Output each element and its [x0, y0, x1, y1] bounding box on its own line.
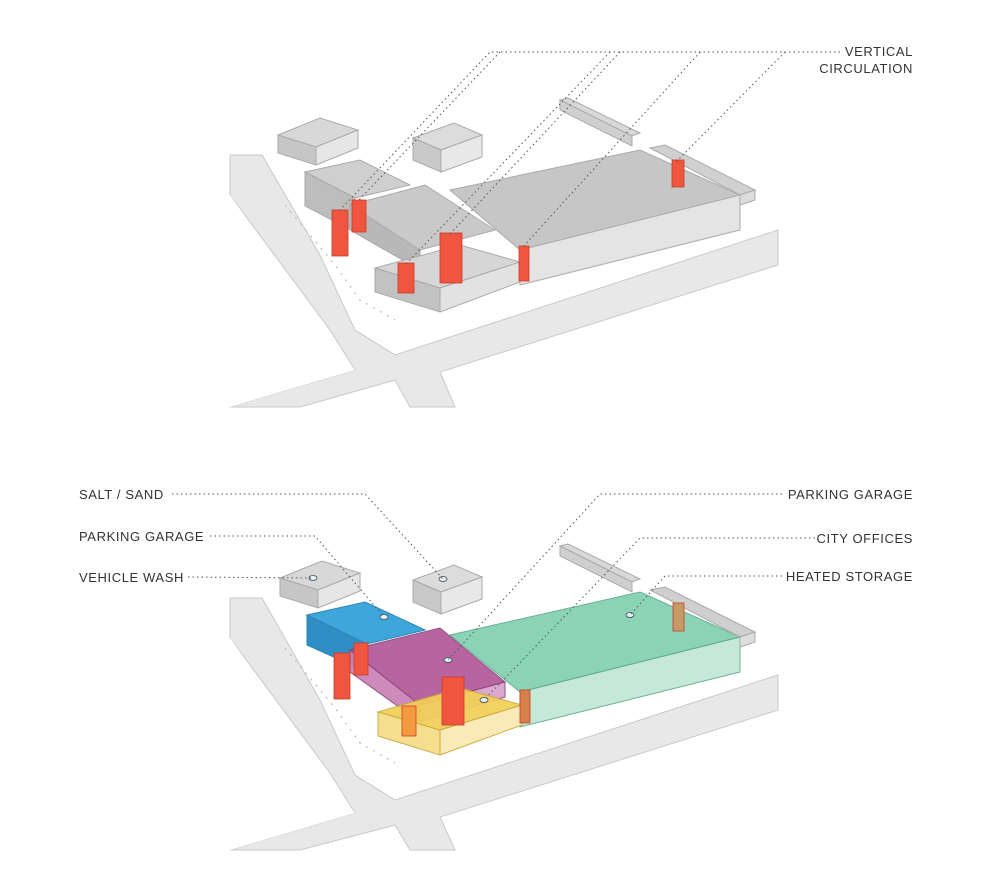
top-circulation-cores	[331, 159, 685, 294]
top-wash-building	[276, 117, 360, 166]
top-diagram	[229, 51, 840, 408]
label-vertical-circulation: VERTICAL CIRCULATION	[780, 43, 913, 77]
marker-salt-sand	[438, 576, 448, 582]
bottom-salt-building	[411, 564, 484, 615]
top-long-bar	[558, 97, 642, 147]
circulation-core	[331, 209, 349, 257]
circulation-core	[671, 159, 685, 188]
circulation-core	[441, 676, 465, 726]
label-salt-sand: SALT / SAND	[79, 487, 164, 502]
heated-storage-volume	[448, 586, 757, 728]
marker-parking-lower	[443, 657, 453, 663]
marker-city-offices	[479, 697, 489, 703]
label-vertical-circulation-line2: CIRCULATION	[819, 61, 913, 76]
top-leader-lines	[339, 51, 840, 266]
circulation-core	[401, 705, 417, 737]
circulation-core	[353, 642, 369, 676]
circulation-core	[518, 245, 530, 282]
bottom-long-bar	[558, 543, 642, 593]
marker-parking-upper	[379, 614, 389, 620]
circulation-core	[333, 652, 351, 700]
top-roads	[229, 154, 779, 408]
bottom-roads	[229, 597, 779, 851]
bottom-circulation-cores	[333, 602, 685, 737]
circulation-core	[672, 602, 685, 632]
label-parking-garage-left: PARKING GARAGE	[79, 529, 205, 544]
circulation-core	[439, 232, 463, 284]
circulation-core	[519, 689, 531, 724]
marker-vehicle-wash	[308, 575, 318, 581]
label-heated-storage: HEATED STORAGE	[785, 569, 913, 584]
bottom-wash-building	[278, 560, 362, 609]
label-vertical-circulation-line1: VERTICAL	[844, 44, 913, 59]
bottom-markers	[308, 575, 635, 703]
bottom-leader-lines	[172, 493, 815, 701]
circulation-core	[351, 199, 367, 233]
circulation-core	[397, 262, 415, 294]
bottom-diagram	[172, 493, 815, 851]
label-parking-garage-right: PARKING GARAGE	[787, 487, 913, 502]
marker-heated-storage	[625, 612, 635, 618]
label-vehicle-wash: VEHICLE WASH	[79, 570, 184, 585]
top-salt-building	[411, 122, 484, 173]
label-city-offices: CITY OFFICES	[816, 531, 913, 546]
